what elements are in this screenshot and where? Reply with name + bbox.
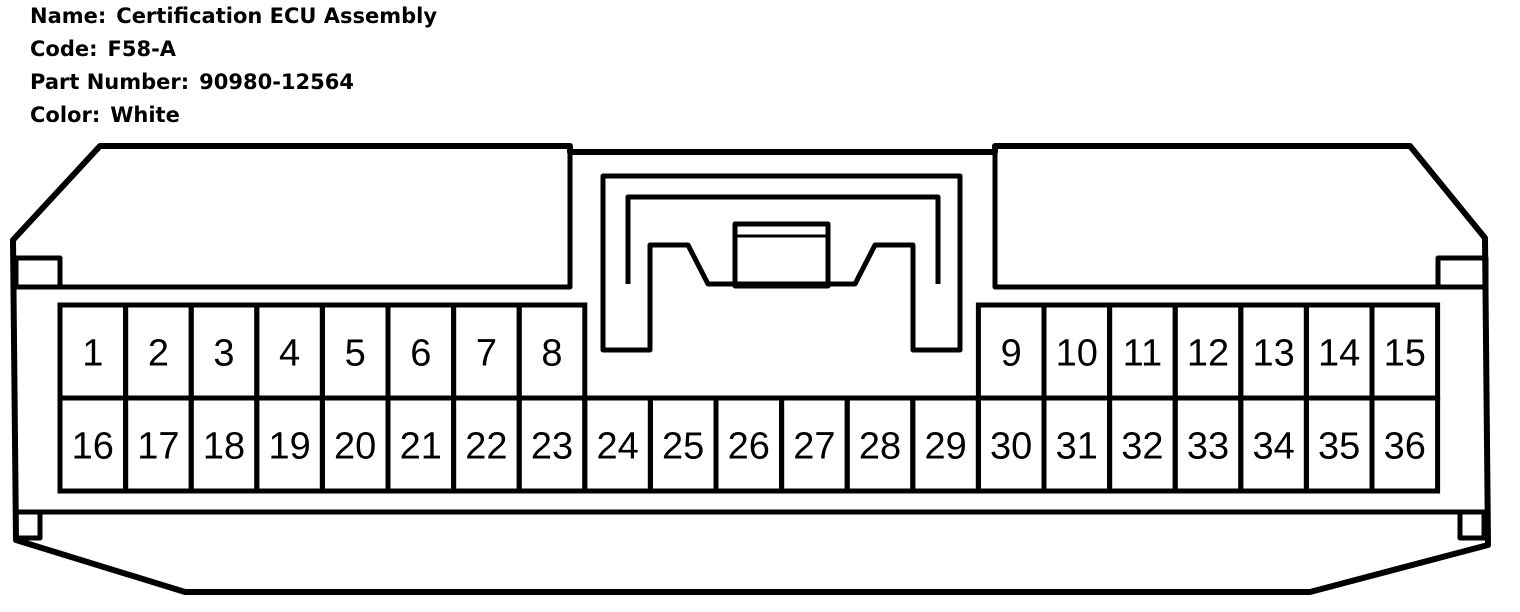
pin-number: 26 [728, 426, 770, 468]
pin-number: 30 [990, 426, 1032, 468]
color-line: Color: White [30, 99, 437, 132]
pin-cavity: 27 [779, 395, 850, 494]
pin-number: 27 [793, 426, 835, 468]
pin-cavity: 26 [713, 395, 785, 494]
pin-cavity: 23 [516, 395, 588, 494]
pin-cavity: 1 [57, 302, 129, 401]
color-value: White [110, 103, 180, 127]
pin-number: 22 [465, 426, 507, 468]
pin-cavity: 22 [451, 395, 522, 494]
pin-number: 4 [279, 333, 300, 375]
pin-cavity: 14 [1303, 302, 1375, 401]
pin-cavity: 25 [647, 395, 719, 494]
code-line: Code: F58-A [30, 33, 437, 66]
left-top-clip [13, 255, 63, 290]
pin-cavity: 19 [254, 395, 325, 494]
pin-cavity: 35 [1303, 395, 1375, 494]
pin-cavity: 5 [319, 302, 391, 401]
color-label: Color: [30, 103, 101, 127]
lock-latch-inner [625, 194, 941, 284]
part-number-value: 90980-12564 [199, 70, 354, 94]
pin-cavity: 2 [123, 302, 194, 401]
pin-cavity: 8 [516, 302, 588, 401]
pin-cavity: 18 [188, 395, 260, 494]
pin-number: 10 [1056, 333, 1098, 375]
pin-number: 28 [859, 426, 901, 468]
pin-number: 1 [82, 333, 103, 375]
pin-cavity-box [1369, 395, 1441, 494]
lock-ramp-left [686, 244, 710, 285]
connector-info: Name: Certification ECU Assembly Code: F58… [30, 0, 437, 132]
pin-number: 29 [924, 426, 966, 468]
pin-cavity: 31 [1041, 395, 1113, 494]
pin-cavity: 6 [385, 302, 457, 401]
lock-tab [732, 221, 831, 289]
pin-number: 33 [1187, 426, 1229, 468]
pin-number: 15 [1384, 333, 1426, 375]
pin-number: 2 [148, 333, 169, 375]
pin-number: 6 [410, 333, 431, 375]
pin-number: 25 [662, 426, 704, 468]
pin-number: 35 [1318, 426, 1360, 468]
pin-cavity: 12 [1172, 302, 1244, 401]
pin-cavity: 7 [451, 302, 522, 401]
name-line: Name: Certification ECU Assembly [30, 0, 437, 33]
pin-cavity: 29 [910, 395, 981, 494]
pin-cavity: 15 [1369, 302, 1441, 401]
pin-number: 11 [1123, 333, 1162, 375]
pin-cavity: 11 [1107, 302, 1178, 401]
pin-number: 31 [1056, 426, 1098, 468]
pin-number: 14 [1318, 333, 1360, 375]
pin-number: 34 [1252, 426, 1294, 468]
pin-number: 13 [1252, 333, 1294, 375]
pin-number: 16 [72, 426, 114, 468]
pin-number: 24 [596, 426, 638, 468]
part-number-label: Part Number: [30, 70, 190, 94]
pin-number: 19 [268, 426, 310, 468]
pin-number: 18 [203, 426, 245, 468]
lock-latch-outer [600, 173, 963, 353]
pin-number: 8 [541, 333, 562, 375]
pin-number: 21 [400, 426, 442, 468]
connector-inner-shell [16, 152, 1488, 515]
pin-number: 7 [476, 333, 497, 375]
pin-cavity: 34 [1238, 395, 1309, 494]
pin-number: 12 [1187, 333, 1229, 375]
pin-cavity: 32 [1107, 395, 1178, 494]
pin-cavity: 24 [582, 395, 653, 494]
pin-cavity: 3 [188, 302, 260, 401]
code-label: Code: [30, 37, 98, 61]
right-top-clip [1435, 255, 1489, 290]
pin-number: 17 [137, 426, 179, 468]
pin-cavity: 21 [385, 395, 457, 494]
pin-number: 3 [213, 333, 234, 375]
pin-cavity: 33 [1172, 395, 1244, 494]
pin-cavity: 10 [1041, 302, 1113, 401]
name-label: Name: [30, 4, 107, 28]
pin-number: 20 [334, 426, 376, 468]
pin-cavity: 16 [57, 395, 129, 494]
code-value: F58-A [107, 37, 177, 61]
lock-ramp-right [853, 244, 877, 285]
pin-number: 5 [345, 333, 366, 375]
pin-cavity: 36 [1369, 395, 1441, 494]
pin-cavity: 20 [319, 395, 391, 494]
name-value: Certification ECU Assembly [116, 4, 438, 28]
pin-number: 32 [1121, 426, 1163, 468]
pin-cavity: 9 [975, 302, 1047, 401]
pin-number: 36 [1384, 426, 1426, 468]
pin-number: 23 [531, 426, 573, 468]
part-number-line: Part Number: 90980-12564 [30, 66, 437, 99]
right-bottom-clip [1457, 509, 1487, 541]
pin-cavity: 30 [975, 395, 1047, 494]
pin-number: 9 [1001, 333, 1022, 375]
left-bottom-clip [13, 509, 43, 541]
pin-cavity: 17 [123, 395, 194, 494]
pin-cavity: 4 [254, 302, 325, 401]
pin-cavity: 28 [844, 395, 916, 494]
pin-cavity: 13 [1238, 302, 1309, 401]
